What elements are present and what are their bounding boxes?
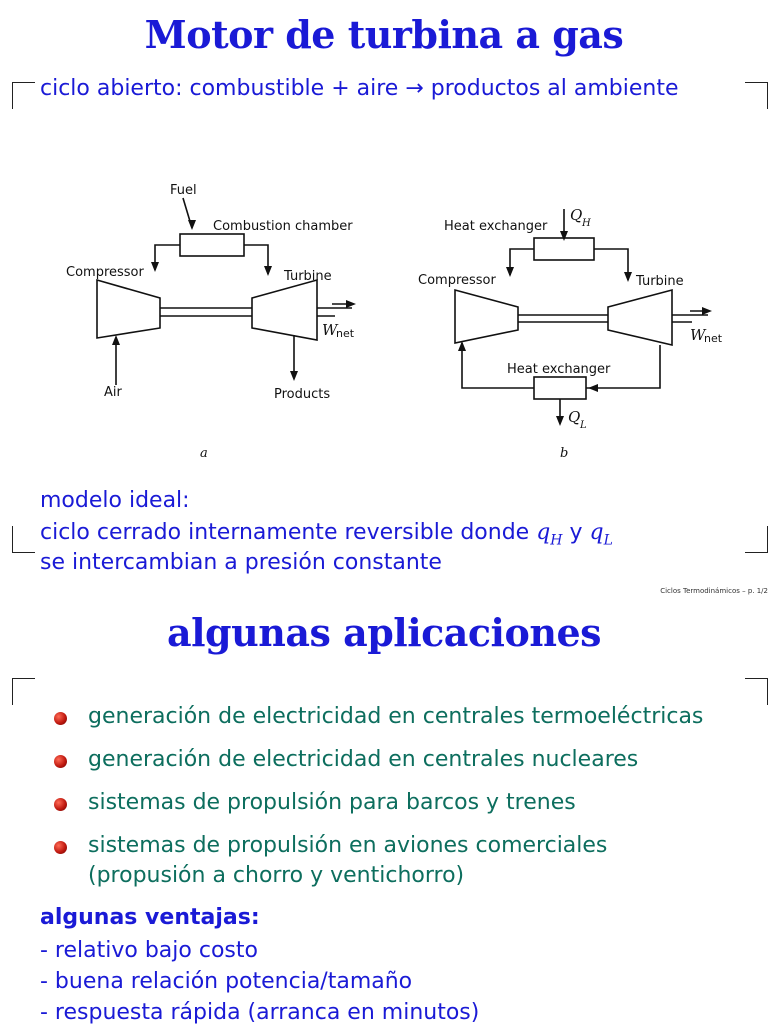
label-turbine: Turbine — [283, 269, 332, 284]
list-item: generación de electricidad en centrales … — [52, 702, 703, 732]
frame-corner-top-right-2 — [745, 678, 768, 705]
frame-corner-top-left-2 — [12, 678, 35, 705]
label-qh-sub: H — [581, 218, 591, 229]
closed-cycle-diagram: Heat exchanger Q H Compressor Turbine W … — [418, 206, 723, 461]
math-ql: qL — [589, 520, 613, 549]
word-y: y — [569, 520, 583, 545]
advantages-title: algunas ventajas: — [40, 905, 260, 930]
model-line-2: ciclo cerrado internamente reversible do… — [40, 520, 613, 548]
model-line-1: modelo ideal: — [40, 488, 190, 513]
application-text: sistemas de propulsión para barcos y tre… — [88, 790, 576, 815]
label-qh-q: Q — [570, 206, 582, 224]
frame-corner-top-left — [12, 82, 35, 109]
applications-list: generación de electricidad en centrales … — [52, 702, 703, 904]
application-text: generación de electricidad en centrales … — [88, 704, 704, 729]
math-qh: qH — [536, 520, 563, 549]
application-text: sistemas de propulsión en aviones comerc… — [88, 833, 608, 858]
slide-subtitle: ciclo abierto: combustible + aire → prod… — [40, 76, 679, 101]
label-fuel: Fuel — [170, 183, 197, 198]
label-w-b: W — [690, 326, 707, 344]
bullet-icon — [54, 755, 67, 768]
label-compressor-b: Compressor — [418, 273, 497, 288]
model-line-2-text: ciclo cerrado internamente reversible do… — [40, 520, 537, 545]
list-item: generación de electricidad en centrales … — [52, 745, 703, 775]
caption-a: a — [200, 446, 208, 461]
advantage-item: - relativo bajo costo — [40, 938, 258, 963]
open-cycle-diagram: Fuel Combustion chamber Compressor Turbi… — [66, 183, 356, 461]
advantage-item: - respuesta rápida (arranca en minutos) — [40, 1000, 480, 1024]
bullet-icon — [54, 841, 67, 854]
label-net-b: net — [704, 332, 723, 345]
model-line-3: se intercambian a presión constante — [40, 550, 442, 575]
label-air: Air — [104, 385, 123, 400]
label-turbine-b: Turbine — [635, 274, 684, 289]
application-text-continued: (propusión a chorro y ventichorro) — [88, 863, 465, 888]
advantage-item: - buena relación potencia/tamaño — [40, 969, 413, 994]
bullet-icon — [54, 798, 67, 811]
label-compressor: Compressor — [66, 265, 145, 280]
label-net: net — [336, 327, 355, 340]
frame-corner-top-right — [745, 82, 768, 109]
label-ql-sub: L — [579, 420, 587, 431]
list-item: sistemas de propulsión en aviones comerc… — [52, 831, 703, 891]
list-item: sistemas de propulsión para barcos y tre… — [52, 788, 703, 818]
slide-2: algunas aplicaciones generación de elect… — [0, 600, 768, 1024]
caption-b: b — [560, 446, 568, 461]
label-heat-exchanger-top: Heat exchanger — [444, 219, 548, 234]
bullet-icon — [54, 712, 67, 725]
label-heat-exchanger-bottom: Heat exchanger — [507, 362, 611, 377]
slide-footer: Ciclos Termodinámicos – p. 1/2 — [660, 587, 768, 595]
application-text: generación de electricidad en centrales … — [88, 747, 639, 772]
slide-title-2: algunas aplicaciones — [166, 610, 602, 655]
slide-title: Motor de turbina a gas — [144, 12, 624, 57]
label-w: W — [322, 321, 339, 339]
slide-1: Motor de turbina a gas ciclo abierto: co… — [12, 12, 768, 595]
label-products: Products — [274, 387, 330, 402]
label-combustion-chamber: Combustion chamber — [213, 219, 353, 234]
frame-corner-bottom-left — [12, 526, 35, 553]
frame-corner-bottom-right — [745, 526, 768, 553]
label-ql-q: Q — [568, 408, 580, 426]
